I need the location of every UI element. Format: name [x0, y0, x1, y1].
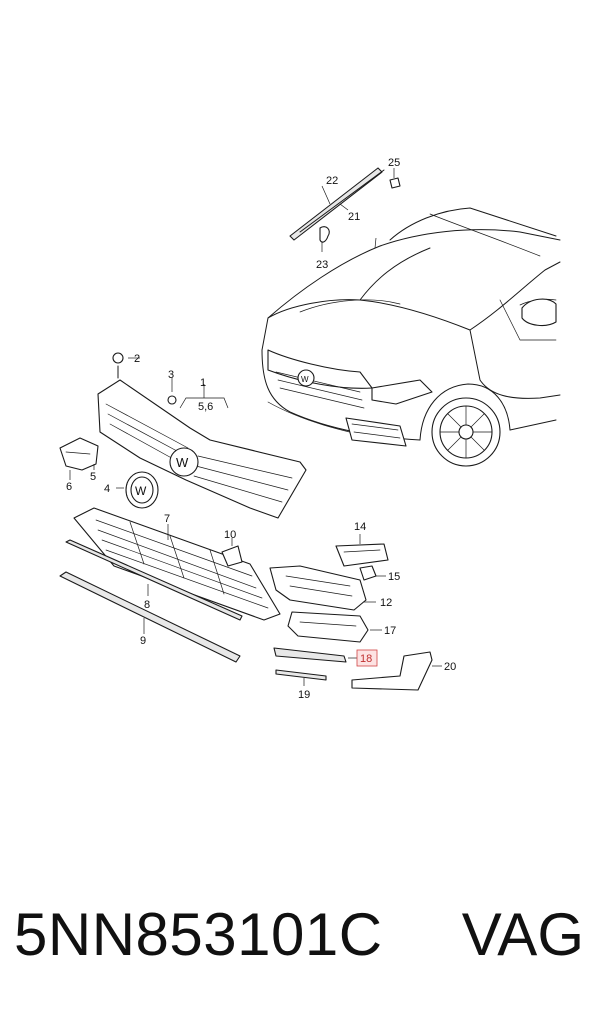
car-illustration: W — [261, 207, 561, 467]
bracket — [59, 437, 99, 480]
callout-4: 4 — [104, 483, 110, 495]
callout-18-highlight — [356, 649, 378, 667]
callout-2: 2 — [134, 353, 140, 365]
callout-1: 1 — [200, 377, 206, 389]
callout-3: 3 — [168, 369, 174, 381]
brand-label: VAG — [461, 901, 584, 968]
callout-23: 23 — [316, 259, 328, 271]
part-number: 5NN853101C — [14, 901, 383, 968]
bumper-side-parts — [269, 534, 442, 691]
callout-20: 20 — [444, 661, 456, 673]
callout-21: 21 — [348, 211, 360, 223]
svg-text:W: W — [301, 375, 309, 384]
svg-text:W: W — [176, 455, 189, 470]
lower-grille — [73, 507, 281, 621]
callout-7: 7 — [164, 513, 170, 525]
callout-5-6: 5,6 — [198, 401, 213, 413]
callout-25: 25 — [388, 157, 400, 169]
callout-10: 10 — [224, 529, 236, 541]
emblem: W — [116, 471, 159, 509]
upper-grille: W — [97, 352, 307, 519]
callout-22: 22 — [326, 175, 338, 187]
trim-strips — [59, 539, 243, 663]
footer: 5NN853101C VAG — [0, 900, 600, 970]
callout-8: 8 — [144, 599, 150, 611]
callout-19: 19 — [298, 689, 310, 701]
trim-parts — [289, 167, 401, 252]
callout-15: 15 — [388, 571, 400, 583]
callout-14: 14 — [354, 521, 366, 533]
callout-6: 6 — [66, 481, 72, 493]
callout-labels: 1 2 3 4 5 5,6 6 7 8 9 10 12 14 15 17 18 … — [66, 157, 456, 701]
callout-5: 5 — [90, 471, 96, 483]
callout-17: 17 — [384, 625, 396, 637]
callout-9: 9 — [140, 635, 146, 647]
parts-diagram: W W — [59, 157, 561, 701]
callout-12: 12 — [380, 597, 392, 609]
svg-text:W: W — [135, 484, 147, 498]
callout-18: 18 — [360, 653, 372, 665]
